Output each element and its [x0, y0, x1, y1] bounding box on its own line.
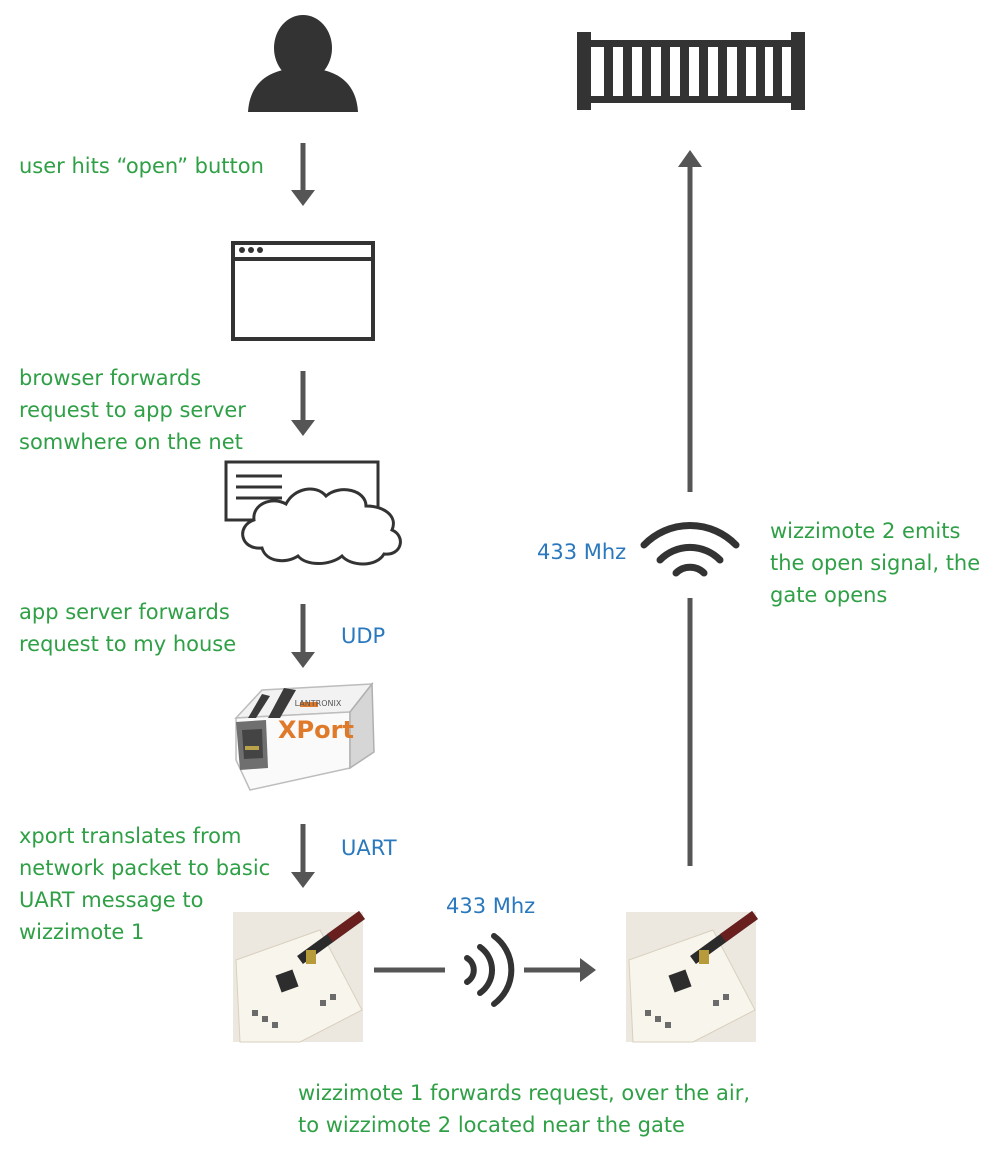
xport-brand-label: LANTRONIX [295, 699, 342, 708]
text-line: wizzimote 1 forwards request, over the a… [298, 1081, 751, 1105]
xport-device-image: LANTRONIX XPort [234, 681, 375, 791]
text-line: the open signal, the [770, 551, 981, 575]
browser-window-icon [231, 241, 375, 341]
arrow-down [291, 371, 315, 436]
text-line: wizzimote 1 [19, 920, 145, 944]
xport-name-label: XPort [278, 716, 354, 744]
text-line: app server forwards [19, 600, 230, 624]
step-wizzimote1-forward: wizzimote 1 forwards request, over the a… [298, 1077, 750, 1141]
text-line: browser forwards [19, 366, 202, 390]
arrow-down [291, 143, 315, 206]
step-wizzimote2-emit: wizzimote 2 emits the open signal, the g… [770, 515, 980, 611]
text-line: request to app server [19, 398, 246, 422]
text-line: network packet to basic [19, 856, 271, 880]
radio-frequency-label: 433 Mhz [446, 894, 536, 918]
step-server-forward: app server forwards request to my house [19, 596, 236, 660]
arrow-up [678, 150, 702, 492]
arrow-down [291, 604, 315, 668]
arrow-right [524, 958, 596, 982]
radio-frequency-label: 433 Mhz [537, 540, 627, 564]
wireless-signal-icon [640, 522, 740, 577]
text-line: somwhere on the net [19, 430, 243, 454]
text-line: to wizzimote 2 located near the gate [298, 1113, 685, 1137]
wizzimote-board-image [233, 910, 365, 1043]
text-line: request to my house [19, 632, 237, 656]
arrow-down [291, 824, 315, 888]
gate-icon [577, 32, 805, 110]
protocol-uart-label: UART [341, 836, 397, 860]
cloud-server-icon [224, 460, 402, 566]
wizzimote-board-image [626, 910, 758, 1043]
step-user-action: user hits “open” button [19, 154, 264, 178]
text-line: UART message to [19, 888, 204, 912]
protocol-udp-label: UDP [341, 624, 386, 648]
text-line: gate opens [770, 583, 888, 607]
step-browser-forward: browser forwards request to app server s… [19, 362, 246, 458]
step-xport-translate: xport translates from network packet to … [19, 820, 270, 948]
text-line: wizzimote 2 emits [770, 519, 961, 543]
text-line: xport translates from [19, 824, 242, 848]
wireless-signal-icon [464, 933, 515, 1007]
user-icon [248, 15, 358, 112]
